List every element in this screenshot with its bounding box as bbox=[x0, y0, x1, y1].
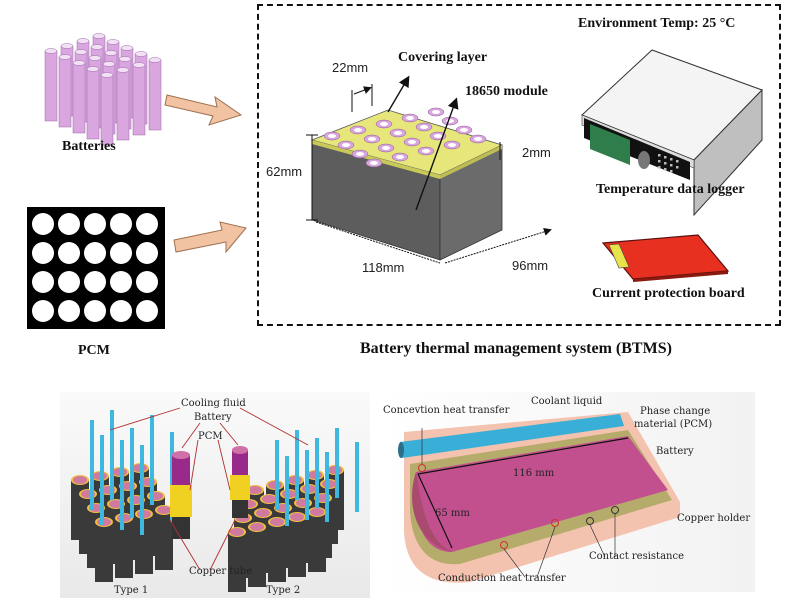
battery-cell bbox=[248, 527, 266, 587]
battery-cell bbox=[58, 56, 72, 128]
batteries-label: Batteries bbox=[62, 139, 116, 154]
pcm-hole bbox=[84, 242, 106, 264]
cooling-tube bbox=[315, 438, 319, 508]
cross-section-illustration bbox=[398, 412, 680, 583]
batteries-illustration bbox=[44, 33, 162, 146]
battery-cell bbox=[86, 68, 100, 140]
temperature-logger-illustration bbox=[581, 49, 763, 217]
cooling-tube bbox=[140, 445, 144, 535]
pcm-block-illustration bbox=[27, 207, 165, 329]
pcm-hole bbox=[58, 271, 80, 293]
environment-temp-label: Environment Temp: 25 °C bbox=[578, 16, 736, 31]
pcm-hole bbox=[32, 242, 54, 264]
convection-label: Concevtion heat transfer bbox=[383, 405, 510, 416]
battery-cell bbox=[116, 69, 130, 141]
cooling-tube bbox=[275, 440, 279, 510]
dim-pitch-label: 22mm bbox=[332, 60, 369, 75]
pcm-label-right-2: material (PCM) bbox=[634, 419, 713, 430]
pcm-hole bbox=[136, 271, 158, 293]
cooling-tube bbox=[355, 442, 359, 512]
cooling-tube bbox=[90, 420, 94, 510]
battery-cell bbox=[95, 522, 113, 582]
cooling-tube bbox=[150, 415, 154, 505]
copper-holder-label: Copper holder bbox=[677, 513, 751, 524]
pcm-hole bbox=[84, 271, 106, 293]
pcm-hole bbox=[136, 213, 158, 235]
battery-cell bbox=[132, 64, 146, 136]
pcm-hole bbox=[110, 213, 132, 235]
cooling-tube bbox=[285, 456, 289, 526]
covering-layer-label: Covering layer bbox=[398, 50, 488, 65]
cooling-tube bbox=[130, 428, 134, 518]
arrow-pcm-to-btms bbox=[173, 221, 247, 254]
cooling-configurations-illustration bbox=[71, 407, 359, 592]
protection-board-label: Current protection board bbox=[592, 286, 745, 301]
btms-dashed-box bbox=[257, 4, 781, 326]
coolant-liquid-label: Coolant liquid bbox=[531, 396, 603, 407]
battery-cell bbox=[268, 522, 286, 582]
dim-height-label: 62mm bbox=[266, 164, 303, 179]
pcm-hole bbox=[136, 300, 158, 322]
battery-cell bbox=[135, 514, 153, 574]
btms-title: Battery thermal management system (BTMS) bbox=[360, 340, 672, 357]
pcm-hole bbox=[136, 242, 158, 264]
copper-tube-label: Copper tube bbox=[189, 566, 253, 577]
pcm-hole bbox=[32, 271, 54, 293]
cooling-tube bbox=[110, 410, 114, 500]
pcm-hole bbox=[32, 300, 54, 322]
pcm-hole bbox=[58, 300, 80, 322]
battery-module-illustration bbox=[306, 75, 552, 264]
pcm-hole bbox=[110, 242, 132, 264]
cooling-fluid-label: Cooling fluid bbox=[181, 398, 246, 409]
cooling-tube bbox=[100, 435, 104, 525]
battery-cell bbox=[308, 512, 326, 572]
battery-cell bbox=[72, 62, 86, 134]
cooling-tube bbox=[295, 430, 299, 500]
battery-cell bbox=[288, 517, 306, 577]
pcm-hole bbox=[84, 300, 106, 322]
length-label: 116 mm bbox=[513, 468, 555, 479]
battery-label-left: Battery bbox=[194, 412, 232, 423]
battery-cell bbox=[155, 510, 173, 570]
module-name-label: 18650 module bbox=[465, 84, 548, 99]
battery-cell bbox=[115, 518, 133, 578]
dim-width-label: 96mm bbox=[512, 258, 549, 273]
pcm-hole bbox=[58, 213, 80, 235]
temperature-logger-label: Temperature data logger bbox=[596, 182, 745, 197]
battery-cell bbox=[44, 50, 58, 122]
contact-resistance-label: Contact resistance bbox=[589, 551, 684, 562]
pcm-hole bbox=[32, 213, 54, 235]
type1-label: Type 1 bbox=[114, 585, 149, 596]
dim-length-label: 118mm bbox=[362, 260, 405, 275]
conduction-label: Conduction heat transfer bbox=[438, 573, 566, 584]
type2-label: Type 2 bbox=[266, 585, 301, 596]
cooling-tube bbox=[120, 440, 124, 530]
battery-cell bbox=[228, 532, 246, 592]
arrow-batteries-to-btms bbox=[164, 94, 243, 126]
pcm-label-left: PCM bbox=[198, 431, 223, 442]
cooling-tube bbox=[335, 428, 339, 498]
battery-cell bbox=[100, 74, 114, 146]
pcm-hole bbox=[110, 271, 132, 293]
pcm-hole bbox=[84, 213, 106, 235]
protection-board-illustration bbox=[601, 234, 730, 282]
pcm-label-right-1: Phase change bbox=[640, 406, 711, 417]
pcm-hole bbox=[110, 300, 132, 322]
battery-cell bbox=[148, 59, 162, 131]
diameter-label: 65 mm bbox=[435, 508, 470, 519]
pcm-hole bbox=[58, 242, 80, 264]
dim-cover-label: 2mm bbox=[522, 145, 551, 160]
cooling-tube bbox=[305, 450, 309, 520]
cooling-tube bbox=[325, 452, 329, 522]
battery-label-right: Battery bbox=[656, 446, 694, 457]
pcm-label: PCM bbox=[78, 343, 110, 358]
